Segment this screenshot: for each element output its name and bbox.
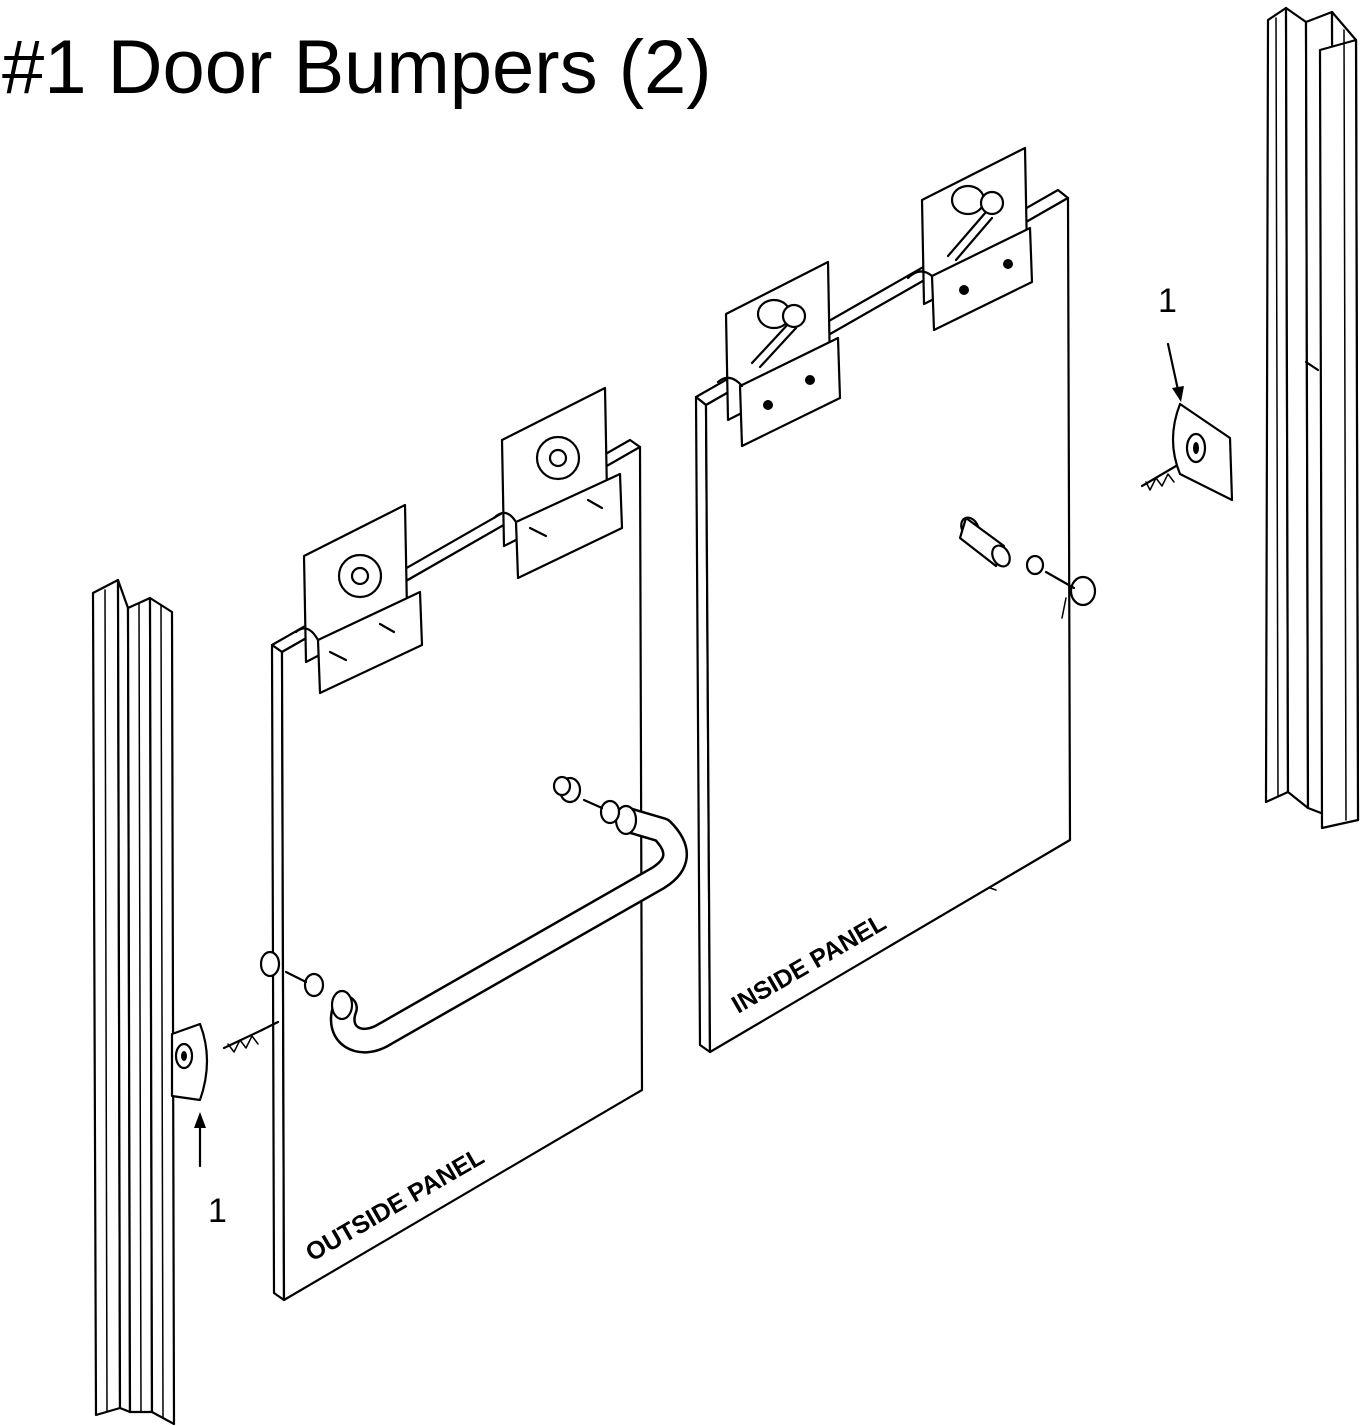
- left-door-bumper: [170, 1020, 280, 1168]
- inside-knob: [958, 516, 1097, 619]
- inside-hanger-bracket-left: [716, 260, 842, 448]
- outside-hanger-bracket-right: [492, 386, 624, 580]
- inside-hanger-bracket-right: [906, 146, 1034, 332]
- left-wall-jamb: [91, 578, 176, 1426]
- callout-number-right: 1: [1158, 282, 1177, 320]
- right-door-bumper: [1140, 342, 1234, 502]
- right-wall-jamb: [1264, 6, 1360, 830]
- callout-number-left: 1: [208, 1192, 227, 1230]
- outside-towel-bar: [259, 775, 688, 1054]
- outside-hanger-bracket-left: [294, 503, 424, 695]
- page-title: #1 Door Bumpers (2): [2, 25, 712, 110]
